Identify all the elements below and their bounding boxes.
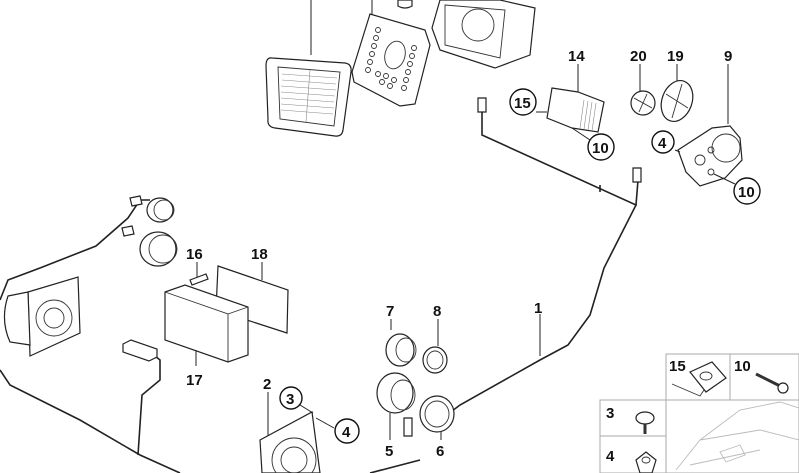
svg-text:3: 3 bbox=[286, 391, 294, 408]
callouts: 1 2 3 4 4 5 6 7 8 9 10 10 14 15 16 17 18… bbox=[186, 48, 761, 465]
callout-18: 18 bbox=[251, 246, 268, 263]
cover-plate-part bbox=[351, 0, 431, 107]
amplifier-part bbox=[536, 64, 605, 141]
svg-text:4: 4 bbox=[342, 424, 351, 441]
callout-7: 7 bbox=[386, 303, 394, 320]
wiring-harness-part bbox=[0, 97, 642, 473]
svg-text:15: 15 bbox=[514, 95, 531, 112]
svg-text:1: 1 bbox=[534, 300, 542, 317]
callout-5: 5 bbox=[385, 443, 393, 460]
grommet-8-part bbox=[422, 319, 448, 374]
speed-nut-icon bbox=[671, 361, 727, 397]
screw-icon bbox=[755, 372, 789, 394]
legend-label-4: 4 bbox=[606, 448, 615, 465]
svg-text:3: 3 bbox=[606, 405, 614, 422]
tweeter-housing-part bbox=[674, 64, 743, 187]
callout-4-speaker: 4 bbox=[334, 418, 360, 444]
tweeter-grille-part bbox=[630, 64, 656, 116]
car-silhouette-icon bbox=[675, 401, 799, 471]
callout-14: 14 bbox=[568, 48, 585, 65]
callout-20: 20 bbox=[630, 48, 647, 65]
callout-3: 3 bbox=[279, 386, 303, 410]
connector-part bbox=[122, 339, 158, 362]
woofer-part bbox=[3, 276, 81, 357]
callout-4-tweeter: 4 bbox=[651, 130, 675, 154]
svg-text:20: 20 bbox=[630, 48, 647, 65]
callout-10-tweeter: 10 bbox=[733, 177, 761, 205]
callout-9: 9 bbox=[724, 48, 732, 65]
svg-text:4: 4 bbox=[606, 448, 615, 465]
radio-box-part bbox=[164, 284, 249, 366]
svg-text:2: 2 bbox=[263, 376, 271, 393]
svg-text:7: 7 bbox=[386, 303, 394, 320]
pin-part bbox=[189, 262, 209, 286]
svg-text:16: 16 bbox=[186, 246, 203, 263]
tweeter-cover-part bbox=[660, 64, 694, 122]
blank-plate-part bbox=[215, 262, 289, 334]
clip-nut-icon bbox=[635, 451, 657, 473]
legend-label-15: 15 bbox=[669, 358, 686, 375]
callout-10-amp: 10 bbox=[587, 133, 615, 161]
svg-text:5: 5 bbox=[385, 443, 393, 460]
callout-19: 19 bbox=[667, 48, 684, 65]
grommet-7-part bbox=[385, 319, 417, 367]
svg-text:17: 17 bbox=[186, 372, 203, 389]
small-tweeter-part bbox=[129, 195, 175, 223]
midrange-speaker-part bbox=[259, 392, 335, 473]
grommet-6-part bbox=[419, 395, 455, 440]
large-tweeter-part bbox=[121, 225, 178, 267]
svg-text:15: 15 bbox=[669, 358, 686, 375]
callout-17: 17 bbox=[186, 372, 203, 389]
callout-2: 2 bbox=[263, 376, 271, 393]
legend-label-3: 3 bbox=[606, 405, 614, 422]
grommet-5-part bbox=[376, 372, 416, 440]
svg-text:8: 8 bbox=[433, 303, 441, 320]
callout-8: 8 bbox=[433, 303, 441, 320]
svg-text:6: 6 bbox=[436, 443, 444, 460]
svg-text:10: 10 bbox=[734, 358, 751, 375]
callout-1: 1 bbox=[534, 300, 542, 317]
svg-text:4: 4 bbox=[658, 135, 667, 152]
svg-text:10: 10 bbox=[738, 184, 755, 201]
grille-part bbox=[265, 0, 352, 137]
callout-15: 15 bbox=[509, 88, 537, 116]
svg-text:19: 19 bbox=[667, 48, 684, 65]
svg-text:14: 14 bbox=[568, 48, 585, 65]
body-screw-icon bbox=[635, 411, 655, 434]
svg-text:10: 10 bbox=[592, 140, 609, 157]
svg-text:9: 9 bbox=[724, 48, 732, 65]
callout-6: 6 bbox=[436, 443, 444, 460]
callout-16: 16 bbox=[186, 246, 203, 263]
legend-table bbox=[599, 353, 799, 473]
svg-text:18: 18 bbox=[251, 246, 268, 263]
speaker-housing-part bbox=[397, 0, 536, 69]
legend-label-10: 10 bbox=[734, 358, 751, 375]
